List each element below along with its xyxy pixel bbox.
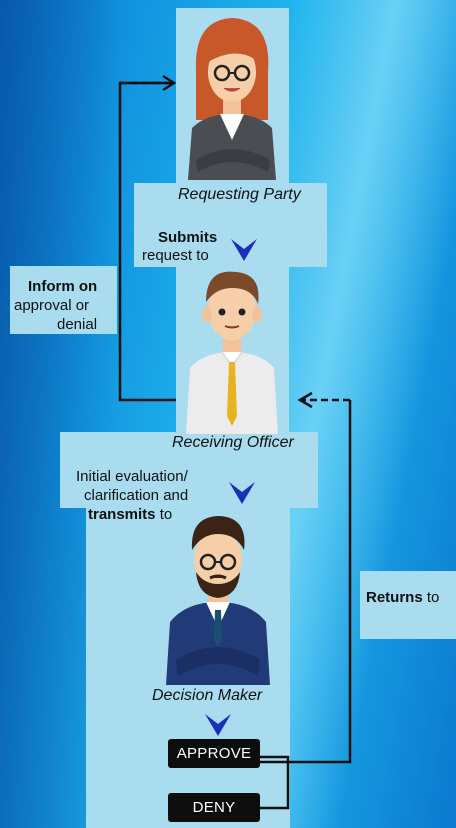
bearded-man-avatar-icon	[166, 516, 270, 685]
inform-bold-text: Inform on	[28, 278, 98, 295]
returns-label: Returns to	[366, 589, 439, 606]
inform-bold-label: Inform on	[28, 278, 97, 295]
man-avatar-icon	[186, 271, 278, 434]
returns-label-panel	[360, 571, 456, 639]
submits-bold-label: Submits	[158, 229, 217, 246]
returns-rest-text: to	[422, 589, 440, 606]
decision-maker-caption: Decision Maker	[152, 687, 263, 704]
submits-rest-label: request to	[142, 247, 209, 264]
transmits-bold-text: transmits	[88, 506, 156, 523]
submits-bold-text: Submits	[158, 229, 218, 246]
initial-evaluation-line1: Initial evaluation/	[76, 468, 188, 485]
transmits-label: transmits to	[88, 506, 172, 523]
returns-bold-text: Returns	[366, 589, 423, 606]
deny-button[interactable]: DENY	[168, 793, 260, 822]
requesting-party-caption-panel	[134, 183, 327, 267]
approve-button[interactable]: APPROVE	[168, 739, 260, 768]
inform-line3-label: denial	[57, 316, 98, 333]
inform-label-panel	[10, 266, 117, 334]
receiving-officer-caption-panel	[60, 432, 318, 508]
chevron-down-icon	[205, 714, 231, 736]
inform-line2-label: approval or	[14, 297, 90, 314]
requesting-party-caption: Requesting Party	[178, 186, 301, 203]
chevron-down-icon	[231, 239, 257, 261]
transmits-rest-text: to	[155, 506, 173, 523]
chevron-down-icon	[229, 482, 255, 504]
receiving-officer-caption: Receiving Officer	[172, 434, 294, 451]
initial-evaluation-line2: clarification and	[84, 487, 189, 504]
woman-avatar-icon	[188, 18, 276, 180]
